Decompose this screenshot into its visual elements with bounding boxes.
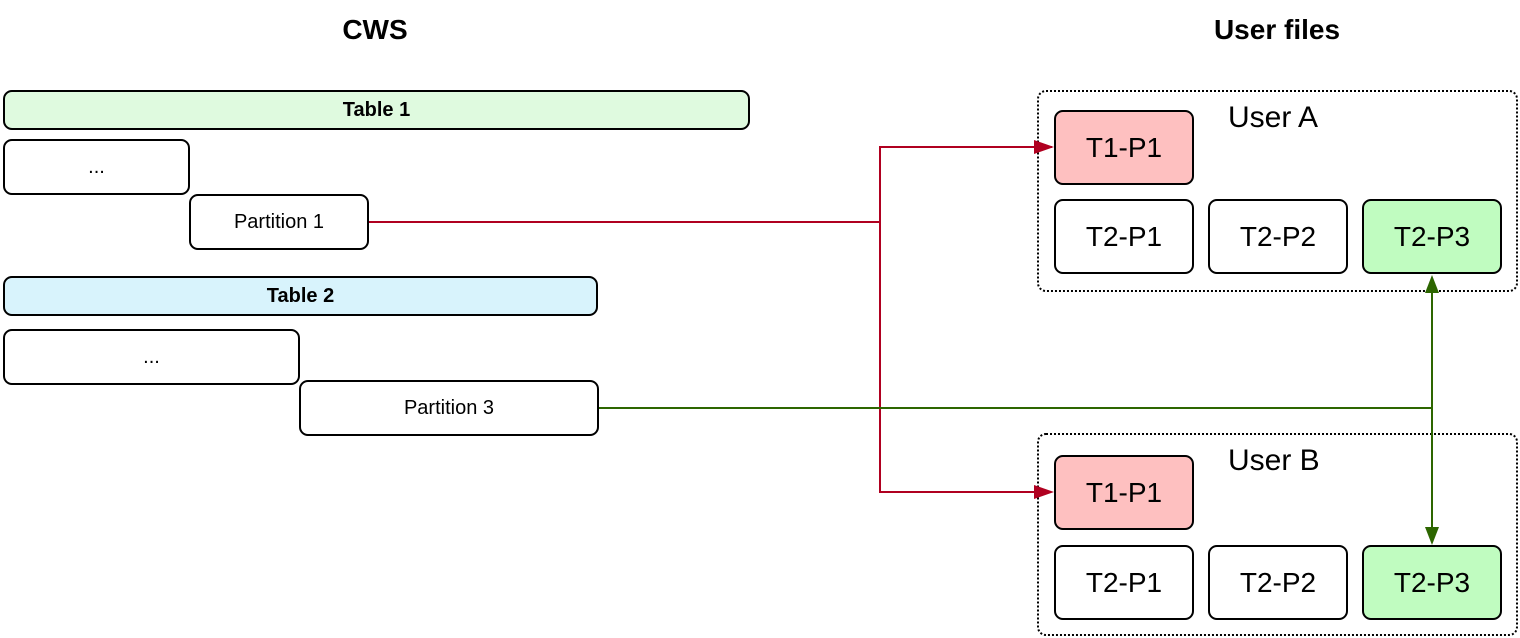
partition-1-label: Partition 1 xyxy=(233,210,325,233)
user-a-group xyxy=(1037,90,1518,292)
file-label: T2-P3 xyxy=(1393,566,1471,598)
table-2-ellipsis-box[interactable]: ... xyxy=(3,329,300,385)
user-b-t2-p3[interactable]: T2-P3 xyxy=(1362,545,1502,620)
user-b-t2-p2[interactable]: T2-P2 xyxy=(1208,545,1348,620)
ellipsis-label: ... xyxy=(143,345,160,368)
partition-3-label: Partition 3 xyxy=(403,396,495,419)
partition-3-box[interactable]: Partition 3 xyxy=(299,380,599,436)
cws-heading: CWS xyxy=(342,14,408,45)
user-a-t2-p2[interactable]: T2-P2 xyxy=(1208,199,1348,274)
ellipsis-label: ... xyxy=(88,155,105,178)
partition-1-box[interactable]: Partition 1 xyxy=(189,194,369,250)
table-2-bar[interactable]: Table 2 xyxy=(3,276,598,316)
file-label: T1-P1 xyxy=(1085,476,1163,508)
red-connector-to-user-a xyxy=(879,146,1052,222)
user-files-heading: User files xyxy=(1213,14,1341,45)
green-arrowhead-user-b xyxy=(1425,527,1439,545)
red-connector-to-user-b xyxy=(879,222,1036,493)
table-1-label: Table 1 xyxy=(342,98,411,121)
user-a-t2-p3[interactable]: T2-P3 xyxy=(1362,199,1502,274)
table-2-label: Table 2 xyxy=(266,284,335,307)
file-label: T1-P1 xyxy=(1085,131,1163,163)
user-a-t1-p1[interactable]: T1-P1 xyxy=(1054,110,1194,185)
file-label: T2-P1 xyxy=(1085,566,1163,598)
red-arrowhead-user-b xyxy=(1034,485,1054,499)
red-arrowhead-user-a xyxy=(1034,140,1054,154)
file-label: T2-P3 xyxy=(1393,220,1471,252)
user-b-t1-p1[interactable]: T1-P1 xyxy=(1054,455,1194,530)
file-label: T2-P1 xyxy=(1085,220,1163,252)
user-b-t2-p1[interactable]: T2-P1 xyxy=(1054,545,1194,620)
user-b-label: User B xyxy=(1228,444,1320,477)
file-label: T2-P2 xyxy=(1239,220,1317,252)
user-a-label: User A xyxy=(1228,101,1319,134)
table-1-bar[interactable]: Table 1 xyxy=(3,90,750,130)
user-b-group xyxy=(1037,433,1518,636)
user-a-t2-p1[interactable]: T2-P1 xyxy=(1054,199,1194,274)
table-1-ellipsis-box[interactable]: ... xyxy=(3,139,190,195)
green-arrowhead-user-a xyxy=(1425,275,1439,293)
file-label: T2-P2 xyxy=(1239,566,1317,598)
